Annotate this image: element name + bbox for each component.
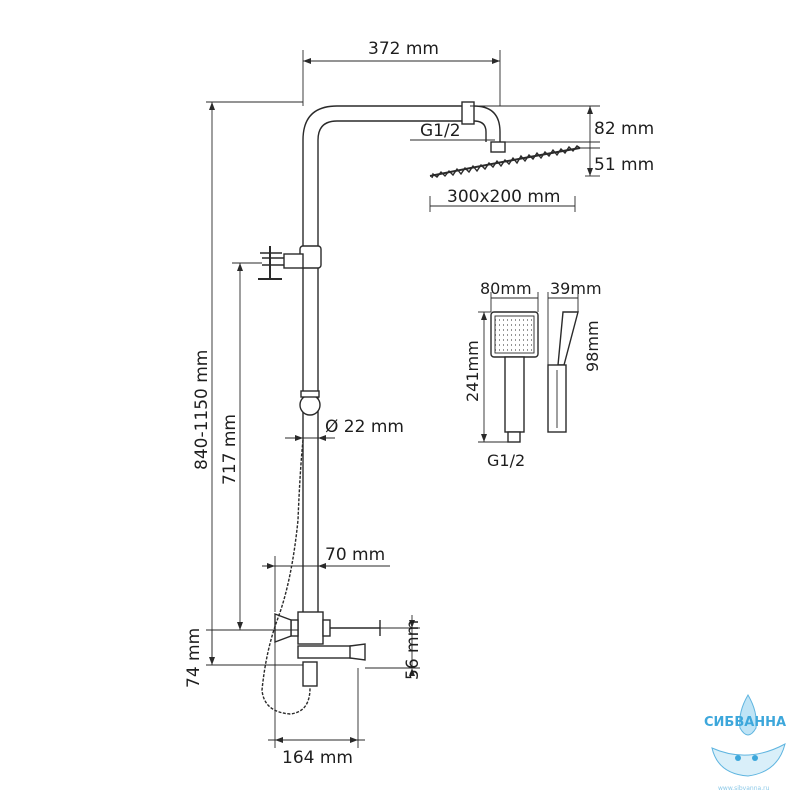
spout-reach-label: 164 mm bbox=[282, 748, 353, 768]
wall-bracket bbox=[258, 246, 304, 280]
mixer-body bbox=[274, 611, 381, 687]
logo-url-text: www.sibvanna.ru bbox=[718, 785, 770, 792]
spout-height-label: 56 mm bbox=[403, 620, 423, 680]
hand-total-length-label: 241mm bbox=[463, 340, 482, 402]
pipe-diameter-label: Ø 22 mm bbox=[325, 417, 404, 437]
arm-reach-label: 372 mm bbox=[368, 39, 439, 59]
dimension-arrows bbox=[209, 58, 593, 743]
flexible-hose bbox=[261, 439, 311, 715]
logo-brand-text: СИБВАННА bbox=[704, 715, 786, 730]
sibvanna-logo: СИБВАННА www.sibvanna.ru bbox=[704, 694, 786, 792]
hand-connector-label: G1/2 bbox=[487, 451, 525, 470]
hand-shower-front bbox=[490, 311, 539, 443]
hand-width-label: 80mm bbox=[480, 279, 532, 298]
mixer-height-label: 74 mm bbox=[184, 628, 204, 688]
head-connector-label: G1/2 bbox=[420, 121, 461, 141]
head-drop-label: 82 mm bbox=[594, 119, 654, 139]
rain-shower-head bbox=[429, 145, 581, 179]
hand-head-length-label: 98mm bbox=[583, 320, 602, 372]
hand-depth-label: 39mm bbox=[550, 279, 602, 298]
head-thickness-label: 51 mm bbox=[594, 155, 654, 175]
head-size-label: 300x200 mm bbox=[447, 187, 560, 207]
holder-height-label: 717 mm bbox=[220, 414, 240, 485]
dimension-lines bbox=[206, 50, 600, 748]
hand-shower-side bbox=[547, 311, 579, 433]
total-height-label: 840-1150 mm bbox=[192, 350, 212, 470]
mixer-offset-label: 70 mm bbox=[325, 545, 385, 565]
